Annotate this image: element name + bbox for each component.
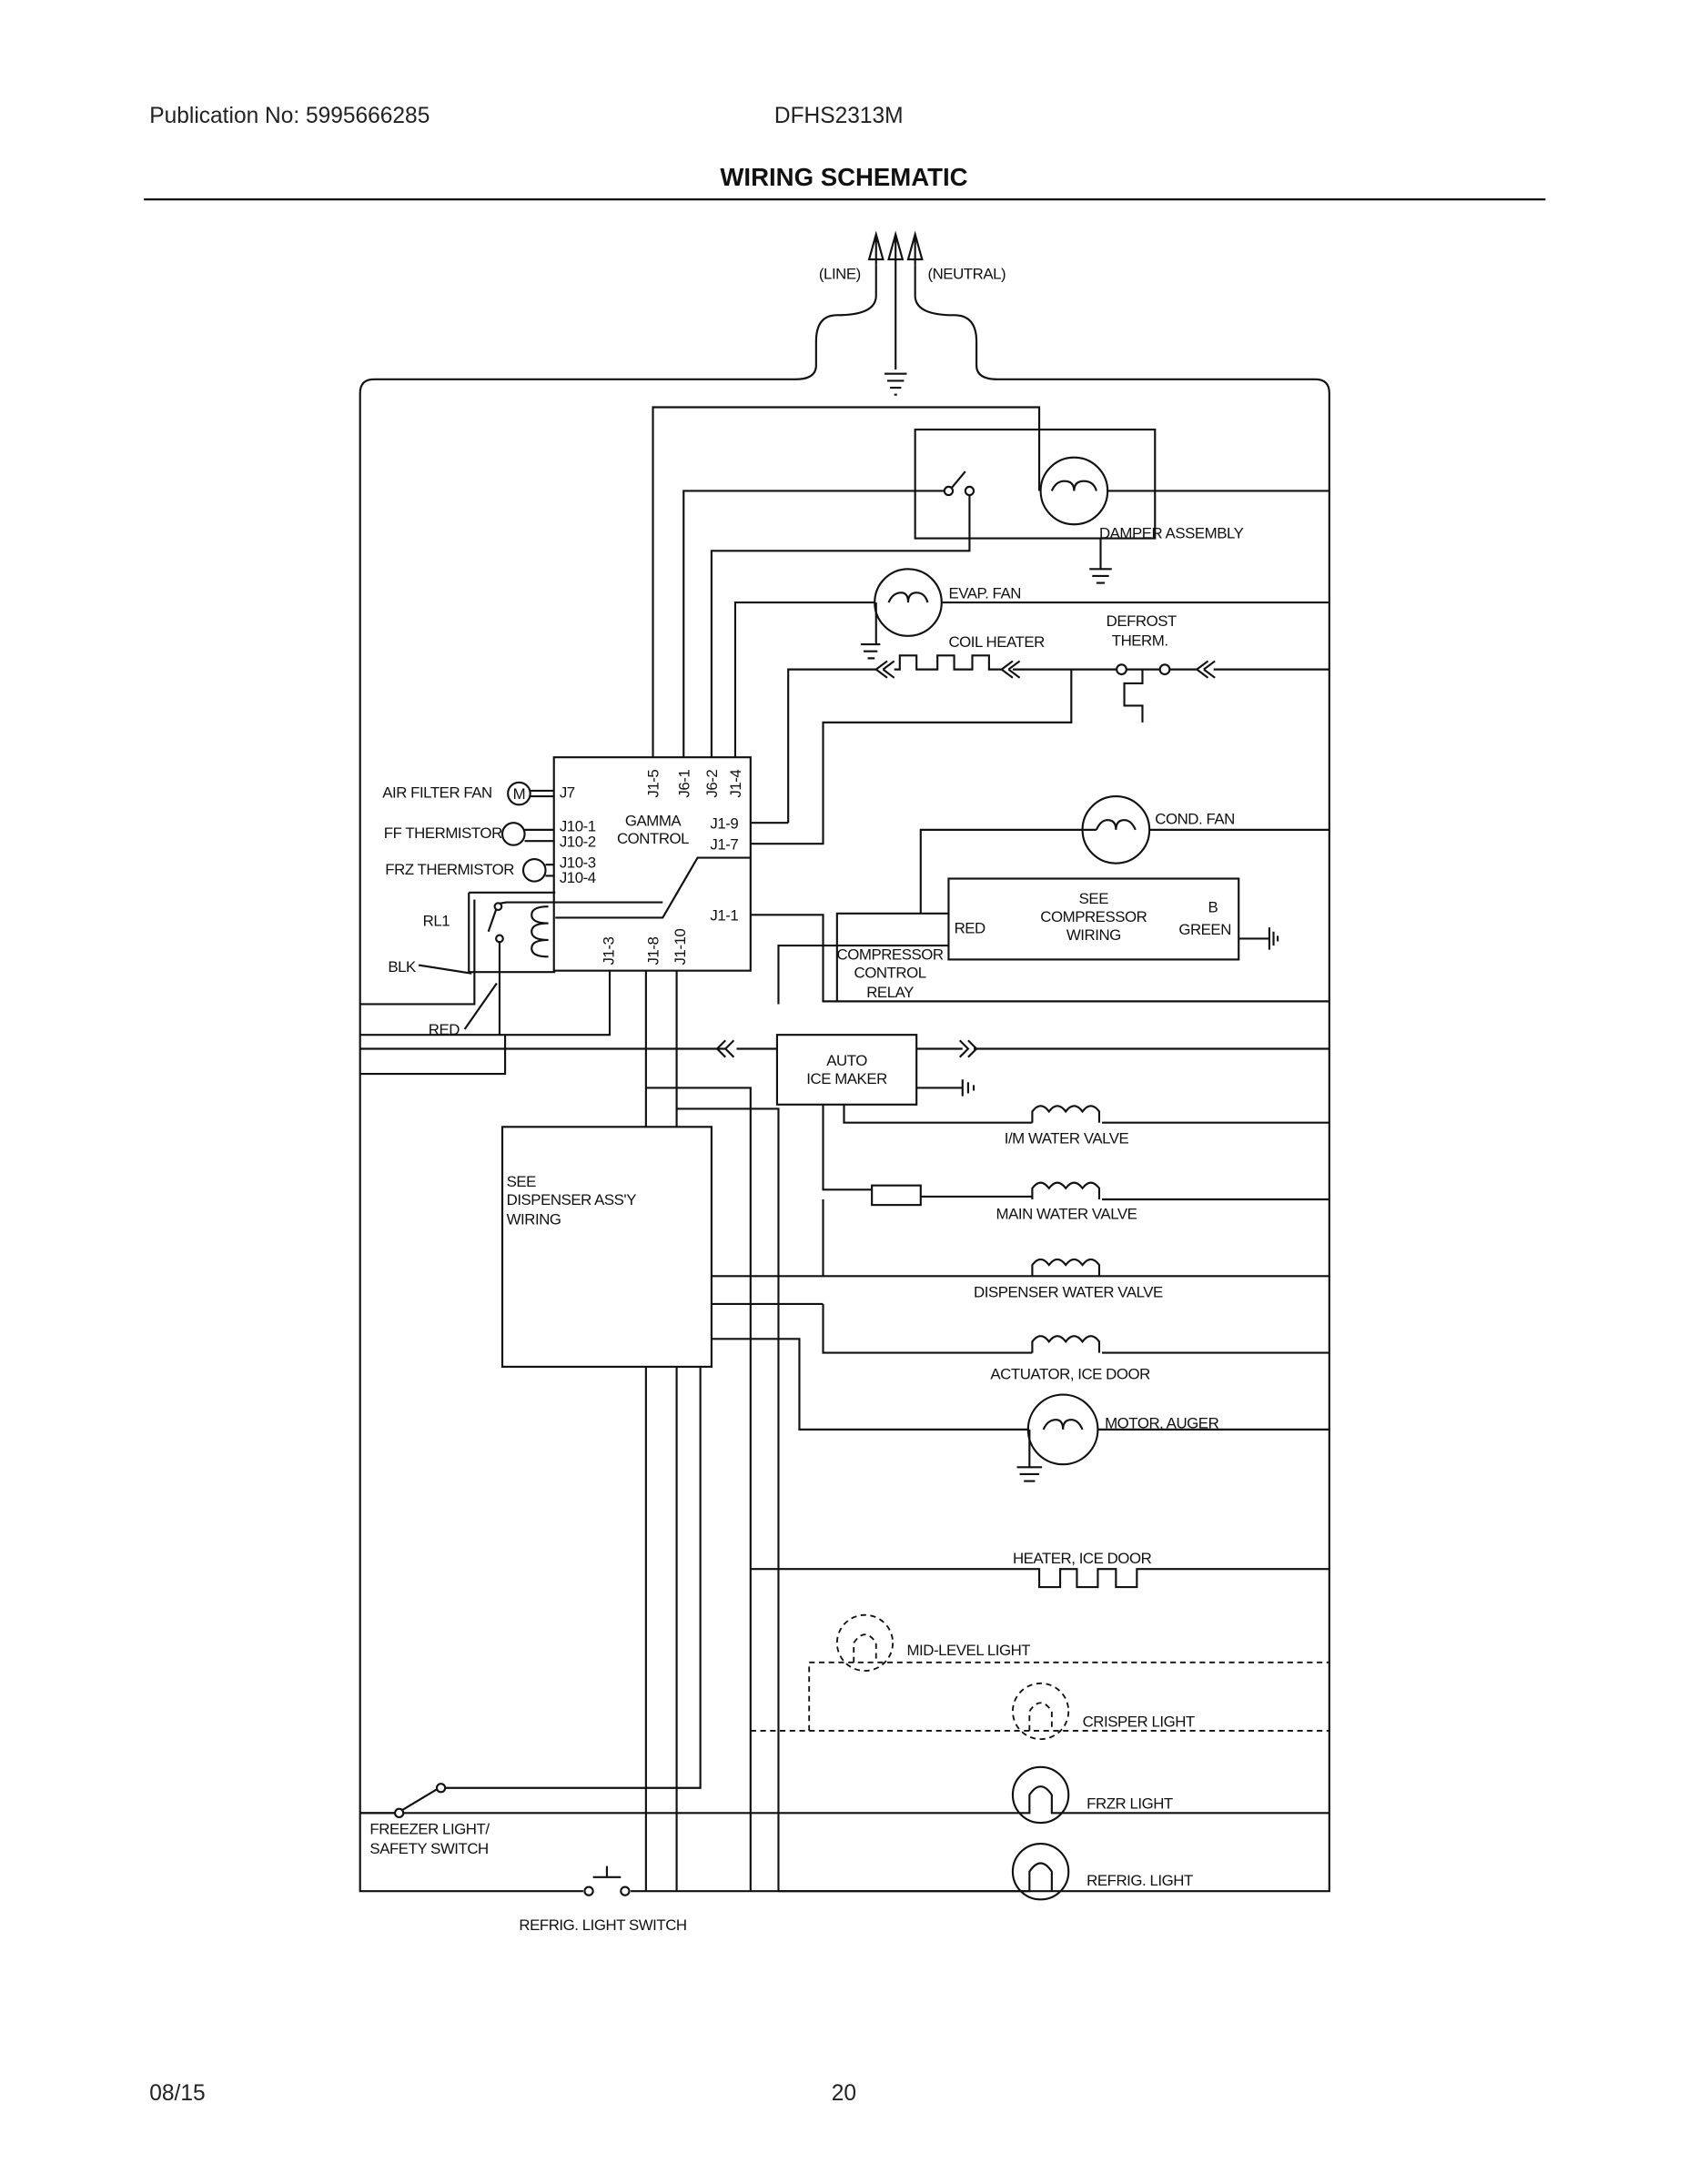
air-filter-fan-label: AIR FILTER FAN — [382, 784, 492, 802]
svg-text:J1-5: J1-5 — [645, 770, 662, 798]
relay-label: RL1 — [423, 913, 450, 930]
comp-relay-label-2: CONTROL — [854, 964, 926, 981]
evap-fan-label: EVAP. FAN — [948, 584, 1021, 602]
neutral-label: (NEUTRAL) — [927, 266, 1006, 283]
damper-assembly-box — [914, 428, 1157, 540]
control-pins-top: J1-5 J6-1 J6-2 J1-4 J1-3 J1-8 J1-10 — [601, 770, 744, 966]
frz-thermistor-label: FRZ THERMISTOR — [385, 861, 514, 878]
compressor-label-3: WIRING — [1066, 926, 1121, 944]
pin-j10-2: J10-2 — [560, 833, 596, 850]
air-filter-fan-motor-icon — [507, 781, 531, 806]
ground-icon — [1238, 927, 1279, 950]
pin-j7: J7 — [560, 784, 575, 802]
control-name: GAMMA — [625, 812, 682, 829]
model-number: DFHS2313M — [774, 104, 904, 128]
svg-text:J6-2: J6-2 — [703, 770, 721, 798]
mid-level-light-icon — [835, 1613, 895, 1672]
page-title: WIRING SCHEMATIC — [720, 163, 967, 191]
mid-light-label: MID-LEVEL LIGHT — [906, 1642, 1030, 1659]
refrig-light-switch — [583, 1866, 631, 1896]
comp-green-label: GREEN — [1178, 921, 1231, 938]
publication-number: Publication No: 5995666285 — [149, 104, 430, 128]
defrost-therm-label-2: THERM. — [1112, 632, 1168, 650]
defrost-therm-label: DEFROST — [1107, 612, 1177, 630]
freezer-switch-label: FREEZER LIGHT/ — [369, 1820, 490, 1837]
auto-ice-maker-box — [775, 1034, 918, 1106]
frzr-light-icon — [1011, 1765, 1070, 1825]
svg-text:J6-1: J6-1 — [675, 770, 692, 798]
pin-j1-1: J1-1 — [710, 906, 738, 924]
svg-text:J1-10: J1-10 — [672, 929, 689, 966]
pin-j10-4: J10-4 — [560, 869, 596, 886]
compressor-wiring-box — [947, 877, 1240, 961]
comp-relay-label: COMPRESSOR — [837, 945, 944, 963]
schematic: (LINE) (NEUTRAL) REFRIG. LIGHT SWITCH GA… — [359, 230, 1330, 1934]
damper-label: DAMPER ASSEMBLY — [1099, 525, 1244, 542]
refrig-light-switch-label: REFRIG. LIGHT SWITCH — [519, 1916, 686, 1934]
comp-red-label: RED — [955, 919, 986, 936]
main-valve-label: MAIN WATER VALVE — [996, 1205, 1137, 1222]
pin-j1-7: J1-7 — [710, 835, 738, 853]
frzr-light-label: FRZR LIGHT — [1087, 1795, 1173, 1813]
blk-label: BLK — [388, 958, 417, 976]
dispenser-label: SEE — [507, 1173, 537, 1190]
refrig-light-label: REFRIG. LIGHT — [1087, 1872, 1193, 1889]
crisper-light-label: CRISPER LIGHT — [1083, 1713, 1195, 1730]
dispenser-wiring-box — [500, 1126, 713, 1368]
line-wire — [359, 265, 877, 1893]
coil-heater-circuit — [787, 654, 1329, 824]
footer-date: 08/15 — [149, 2081, 205, 2106]
relay-rl1 — [359, 891, 663, 1036]
auger-label: MOTOR, AUGER — [1105, 1414, 1218, 1431]
pin-j10-3: J10-3 — [560, 854, 596, 871]
page-number: 20 — [832, 2081, 856, 2106]
control-name-2: CONTROL — [617, 830, 689, 847]
dispenser-label-2: DISPENSER ASS'Y — [507, 1191, 637, 1208]
dispenser-valve-label: DISPENSER WATER VALVE — [974, 1283, 1163, 1300]
crisper-light-icon — [1012, 1682, 1070, 1741]
svg-text:J1-3: J1-3 — [601, 937, 618, 966]
frz-thermistor-icon — [521, 857, 547, 883]
ground-icon — [884, 372, 907, 396]
comp-relay-label-3: RELAY — [866, 984, 914, 1001]
svg-text:J1-8: J1-8 — [645, 937, 662, 966]
actuator-label: ACTUATOR, ICE DOOR — [990, 1366, 1150, 1383]
comp-b-label: B — [1208, 898, 1218, 915]
motor-symbol: M — [513, 785, 526, 803]
neutral-wire — [631, 265, 1330, 1893]
ground-icon — [1089, 538, 1112, 584]
water-valve-connector — [871, 1184, 922, 1207]
compressor-label-2: COMPRESSOR — [1040, 908, 1147, 925]
svg-text:J1-4: J1-4 — [727, 770, 744, 798]
cond-fan-label: COND. FAN — [1155, 811, 1235, 828]
refrig-light-icon — [1011, 1842, 1070, 1901]
ff-thermistor-label: FF THERMISTOR — [384, 824, 502, 842]
heater-ice-door — [750, 1568, 1329, 1589]
ice-maker-label-2: ICE MAKER — [806, 1070, 887, 1087]
auger-motor-icon — [1026, 1393, 1099, 1466]
red-label: RED — [429, 1021, 460, 1038]
freezer-switch-label-2: SAFETY SWITCH — [369, 1840, 488, 1857]
pin-j1-9: J1-9 — [710, 814, 738, 832]
freezer-light-switch — [359, 1366, 702, 1815]
ice-maker-label: AUTO — [826, 1052, 867, 1069]
damper-switch — [950, 470, 966, 490]
ff-thermistor-icon — [500, 822, 526, 846]
heater-door-label: HEATER, ICE DOOR — [1013, 1550, 1152, 1567]
pin-j10-1: J10-1 — [560, 817, 596, 834]
line-label: (LINE) — [819, 266, 861, 283]
dispenser-label-3: WIRING — [507, 1211, 561, 1228]
im-valve-label: I/M WATER VALVE — [1005, 1130, 1129, 1148]
supply-arrows — [867, 230, 924, 396]
coil-heater-label: COIL HEATER — [948, 633, 1045, 651]
compressor-label: SEE — [1079, 890, 1109, 907]
valve-coils — [1031, 1105, 1101, 1353]
ground-icon — [916, 1079, 975, 1097]
